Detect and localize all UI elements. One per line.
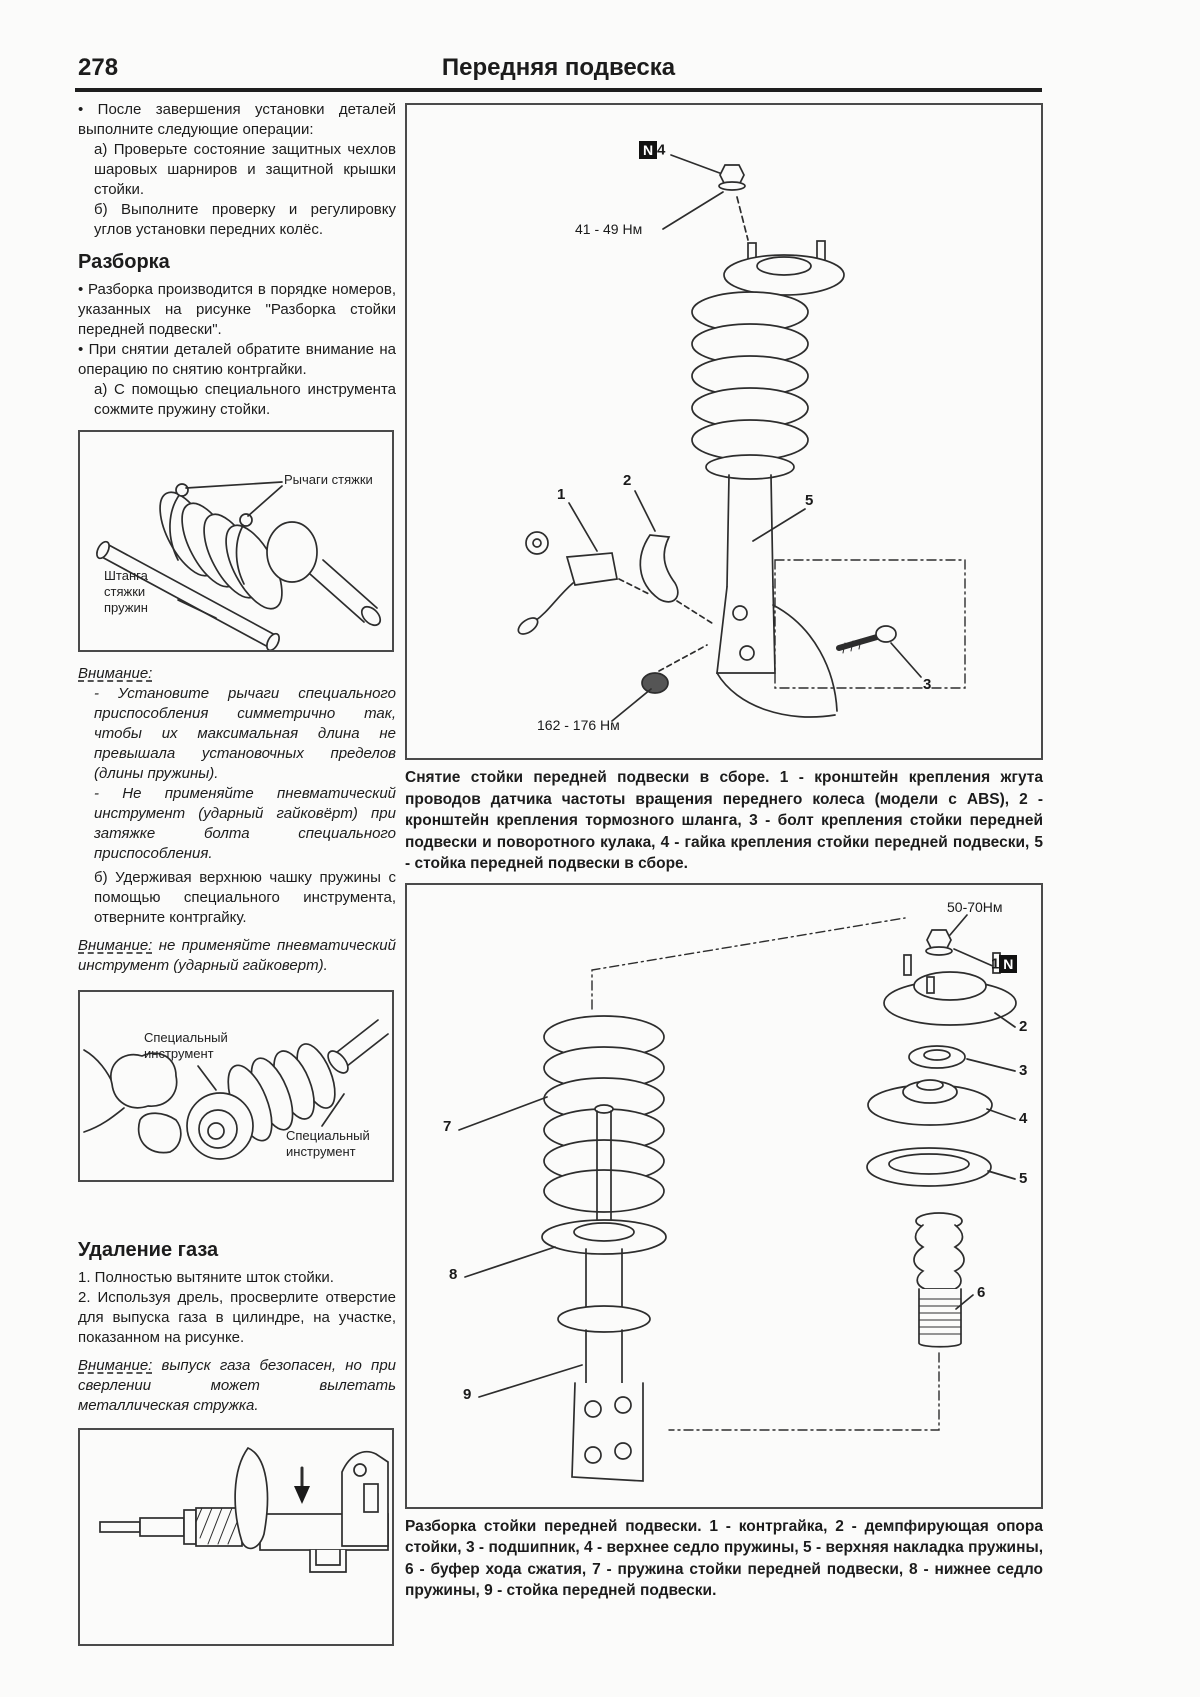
- page-number: 278: [78, 54, 119, 81]
- n-badge-icon: N: [639, 141, 657, 159]
- part-number-8: 8: [449, 1265, 458, 1283]
- heading-disassembly: Разборка: [78, 251, 170, 273]
- label-special-tool-upper: Специальный инструмент: [144, 1030, 228, 1061]
- warning-item-no-impact-tool: - Не применяйте пневматический инструмен…: [94, 785, 396, 862]
- part-number-5: 5: [805, 492, 814, 509]
- n-badge-icon: N: [999, 954, 1018, 973]
- warning-title: Внимание:: [78, 665, 153, 682]
- part-number-1: 1: [991, 955, 1000, 972]
- part-number-6: 6: [977, 1283, 986, 1301]
- label-compressor-rod: Штанга стяжки пружин: [104, 568, 148, 615]
- page-title: Передняя подвеска: [441, 54, 676, 81]
- bullet-marker: •: [78, 101, 84, 118]
- heading-gas-removal: Удаление газа: [78, 1239, 219, 1261]
- label-special-tool-lower: Специальный инструмент: [286, 1128, 370, 1159]
- part-number-9: 9: [463, 1385, 472, 1403]
- part-number-3: 3: [1019, 1061, 1028, 1079]
- bullet-marker: •: [78, 281, 84, 298]
- torque-label-bottom: 162 - 176 Нм: [537, 717, 620, 733]
- paragraph-locknut-note: • При снятии деталей обратите внимание н…: [78, 341, 396, 378]
- warning-block-3: Внимание: выпуск газа безопасен, но при …: [78, 1357, 396, 1414]
- gas-step-1: 1. Полностью вытяните шток стойки.: [78, 1269, 334, 1286]
- bullet-marker: •: [78, 341, 84, 358]
- torque-label-top: 41 - 49 Нм: [575, 221, 643, 237]
- strut-disassembly-drawing: [458, 913, 1017, 1482]
- caption-strut-disassembly: Разборка стойки передней подвески. 1 - к…: [405, 1517, 1043, 1600]
- item-compress-spring: а) С помощью специального инструмента со…: [94, 381, 396, 418]
- part-number-4: 4: [1019, 1109, 1028, 1127]
- item-hold-cup-unscrew: б) Удерживая верхнюю чашку пружины с пом…: [94, 869, 396, 926]
- gas-step-2: 2. Используя дрель, просверлите отверсти…: [78, 1289, 396, 1346]
- paragraph-disassembly-order: • Разборка производится в порядке номеро…: [78, 281, 397, 338]
- spring-compressor-drawing: [96, 481, 382, 650]
- item-check-alignment: б) Выполните проверку и регулировку угло…: [94, 201, 396, 238]
- header-rule: [75, 88, 1042, 92]
- part-number-3: 3: [923, 676, 932, 693]
- warning-title: Внимание:: [78, 1357, 153, 1374]
- part-number-2: 2: [1019, 1017, 1028, 1035]
- part-number-5: 5: [1019, 1169, 1028, 1187]
- label-compressor-levers: Рычаги стяжки: [284, 472, 373, 487]
- strut-removal-drawing: [517, 154, 966, 722]
- part-number-7: 7: [443, 1117, 452, 1135]
- part-number-1: 1: [557, 486, 566, 503]
- part-number-2: 2: [623, 472, 632, 489]
- figure-special-tool: Специальный инструмент Специальный инстр…: [78, 990, 394, 1182]
- part-number-4: 4: [657, 141, 666, 159]
- warning-block-2: Внимание: не применяйте пневматический и…: [78, 937, 396, 974]
- warning-block-1: Внимание: - Установите рычаги специально…: [78, 664, 396, 928]
- warning-item-symmetric: - Установите рычаги специального приспос…: [94, 685, 396, 782]
- torque-label: 50-70Нм: [947, 898, 1003, 915]
- figure-spring-compressor: Рычаги стяжки Штанга стяжки пружин: [78, 430, 394, 652]
- caption-strut-removal: Снятие стойки передней подвески в сборе.…: [405, 769, 1043, 872]
- left-column: • После завершения установки деталей вып…: [78, 100, 396, 1646]
- warning-title: Внимание:: [78, 937, 153, 954]
- strut-drilling-drawing: [99, 1446, 389, 1573]
- item-check-boots: а) Проверьте состояние защитных чехлов ш…: [94, 141, 396, 198]
- figure-strut-drilling: [78, 1428, 394, 1646]
- special-tool-drawing: [83, 1019, 389, 1160]
- paragraph-after-install: • После завершения установки деталей вып…: [78, 101, 396, 138]
